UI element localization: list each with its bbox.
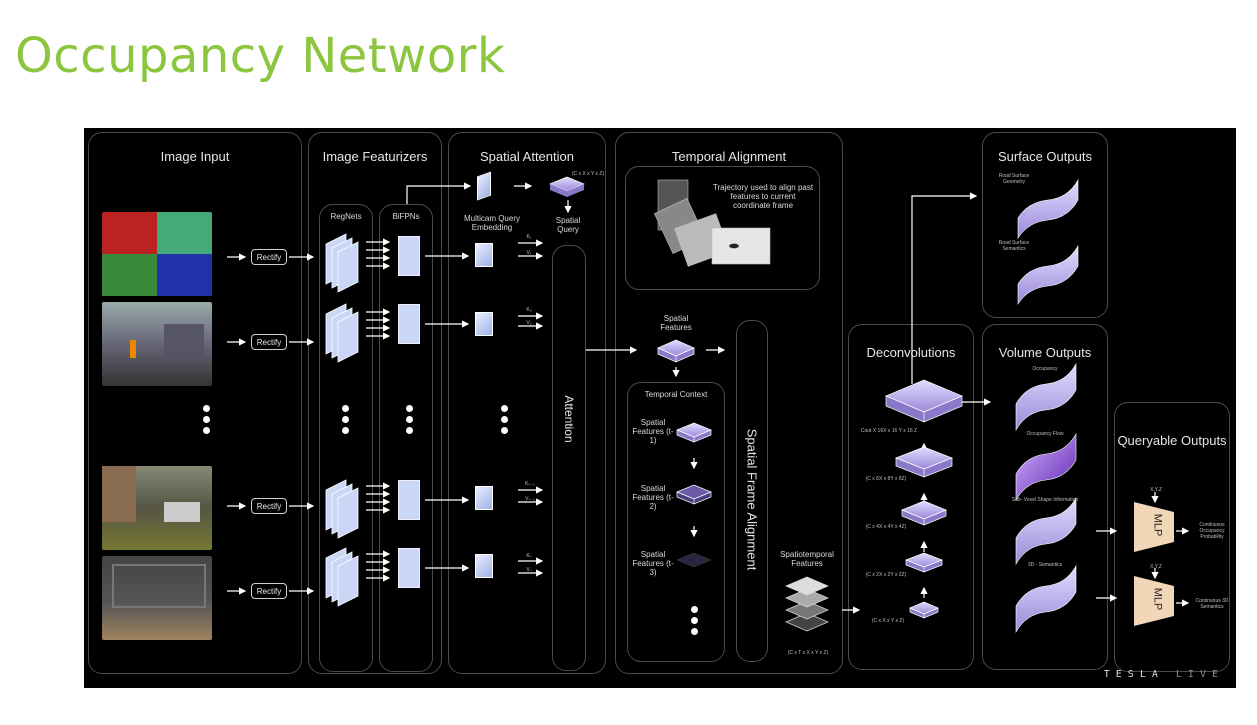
value-label: Vₙ (526, 567, 532, 573)
panel-title: Image Featurizers (322, 149, 428, 164)
panel-title: Volume Outputs (998, 345, 1092, 360)
feature-cube (475, 554, 493, 578)
trajectory-box (625, 166, 820, 290)
bifpn-feature (398, 548, 420, 588)
xyz-label: X,Y,Z (1150, 487, 1162, 493)
road-geometry-label: Road Surface Geometry (998, 173, 1030, 185)
panel-title: Deconvolutions (866, 345, 956, 360)
key-label: Kₙ (526, 553, 532, 559)
rectify-box: Rectify (251, 249, 287, 265)
panel-temporal-alignment: Temporal Alignment (615, 132, 843, 674)
panel-deconvolutions: Deconvolutions (848, 324, 974, 670)
value-label: Vₙ₋₁ (525, 496, 535, 502)
bifpn-feature (398, 236, 420, 276)
camera-image-3 (102, 466, 212, 550)
value-label: V₁ (526, 250, 532, 256)
camera-image-2 (102, 302, 212, 386)
panel-volume-outputs: Volume Outputs (982, 324, 1108, 670)
temporal-context-box (627, 382, 725, 662)
occupancy-flow-label: Occupancy Flow (1026, 431, 1064, 437)
tesla-live-logo: TESLA LIVE (1103, 669, 1224, 680)
camera-image-4 (102, 556, 212, 640)
deconv-dim: (C x 8X x 8Y x 8Z) (865, 476, 907, 482)
sf-t2-label: Spatial Features (t-2) (632, 484, 674, 511)
regnets-label: RegNets (330, 212, 362, 221)
spatial-query-dim: (C x X x Y x Z) (571, 171, 605, 177)
temporal-ellipsis (691, 606, 699, 639)
attention-ellipsis (501, 405, 509, 438)
sf-t1-label: Spatial Features (t-1) (632, 418, 674, 445)
value-label: V₂ (526, 320, 532, 326)
page-title: Occupancy Network (15, 28, 506, 84)
feature-cube (475, 243, 493, 267)
xyz-label: X,Y,Z (1150, 564, 1162, 570)
bifpns-label: BiFPNs (392, 212, 420, 221)
deconv-dim: (C x 4X x 4Y x 4Z) (865, 524, 907, 530)
continuous-occupancy-label: Continuous Occupancy Probability (1199, 522, 1225, 540)
architecture-diagram: Image Input Image Featurizers Spatial At… (84, 128, 1236, 688)
continuous-semantics-label: Continuous 3D Semantics (1195, 598, 1229, 610)
panel-title: Temporal Alignment (671, 149, 787, 164)
sf-t3-label: Spatial Features (t-3) (632, 550, 674, 577)
panel-queryable-outputs: Queryable Outputs (1114, 402, 1230, 672)
spatial-query-label: Spatial Query (555, 216, 581, 234)
panel-image-featurizers: Image Featurizers (308, 132, 442, 674)
semantics-3d-label: 3D - Semantics (1027, 562, 1063, 568)
bifpns-box (379, 204, 433, 672)
bifpn-ellipsis (406, 405, 414, 438)
key-label: K₂ (526, 307, 532, 313)
deconv-dim: Cout X 16X x 16 Y x 16 Z (860, 428, 918, 434)
deconv-dim: (C x 2X x 2Y x 2Z) (865, 572, 907, 578)
deconv-dim: (C x X x Y x Z) (871, 618, 905, 624)
feature-cube (475, 312, 493, 336)
subvoxel-label: Sub- Voxel Shape Information (1011, 497, 1079, 503)
regnet-ellipsis (342, 405, 350, 438)
attention-block (552, 245, 586, 671)
temporal-context-label: Temporal Context (644, 390, 708, 399)
panel-image-input: Image Input (88, 132, 302, 674)
panel-title: Surface Outputs (998, 149, 1092, 164)
panel-surface-outputs: Surface Outputs (982, 132, 1108, 318)
diagram-graphics (227, 176, 1190, 634)
camera-ellipsis (203, 405, 211, 438)
panel-title: Spatial Attention (480, 149, 574, 164)
panel-title: Image Input (160, 149, 230, 164)
regnets-box (319, 204, 373, 672)
panel-spatial-attention: Spatial Attention (448, 132, 606, 674)
spatiotemporal-label: Spatiotemporal Features (780, 550, 834, 568)
key-label: Kₙ₋₁ (525, 481, 535, 487)
rectify-box: Rectify (251, 583, 287, 599)
key-label: K₁ (526, 234, 532, 240)
spatial-features-label: Spatial Features (660, 314, 692, 332)
road-semantics-label: Road Surface Semantics (998, 240, 1030, 252)
trajectory-text: Trajectory used to align past features t… (712, 183, 814, 210)
occupancy-label: Occupancy (1032, 366, 1058, 372)
multicam-query-label: Multicam Query Embedding (463, 214, 520, 232)
feature-cube (475, 486, 493, 510)
rectify-box: Rectify (251, 334, 287, 350)
panel-title: Queryable Outputs (1117, 433, 1227, 448)
spatiotemporal-dim: (C x T x X x Y x Z) (787, 650, 829, 656)
spatial-frame-alignment-block (736, 320, 768, 662)
bifpn-feature (398, 304, 420, 344)
bifpn-feature (398, 480, 420, 520)
rectify-box: Rectify (251, 498, 287, 514)
camera-image-1 (102, 212, 212, 296)
